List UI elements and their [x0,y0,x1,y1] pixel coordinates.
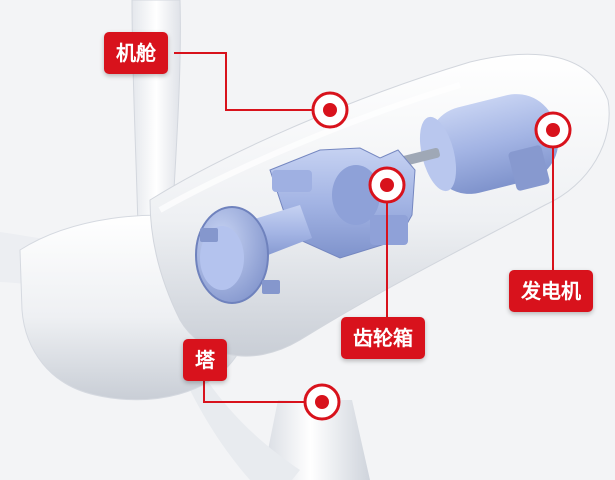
gearbox-marker [368,166,406,204]
generator-label: 发电机 [509,270,593,312]
tower-label: 塔 [183,339,227,381]
hub-flange [195,206,280,304]
leader-lines [174,52,554,403]
gearbox-label: 齿轮箱 [341,317,425,359]
tower-leader [203,381,322,403]
nacelle-leader [174,52,328,111]
nacelle-marker [311,91,349,129]
generator-part [400,94,559,194]
nacelle-label: 机舱 [104,32,168,74]
tower-marker [303,383,341,421]
generator-marker [534,111,572,149]
